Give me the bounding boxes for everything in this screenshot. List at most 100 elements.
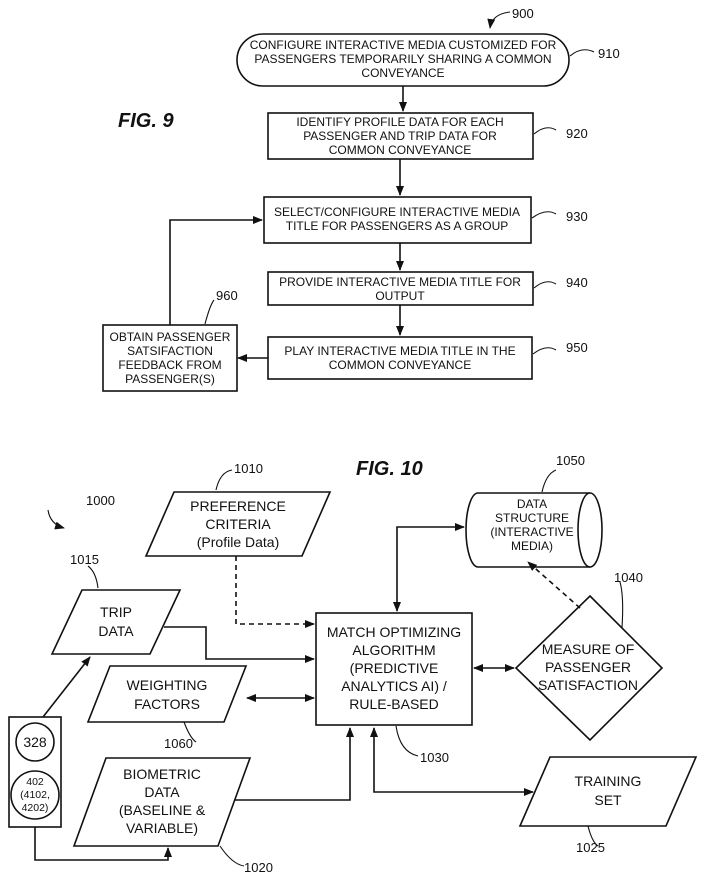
training-line2: SET [594, 792, 622, 808]
ref-1010: 1010 [234, 461, 263, 476]
trip-line1: TRIP [100, 604, 132, 620]
step-930: SELECT/CONFIGURE INTERACTIVE MEDIA TITLE… [263, 196, 532, 244]
sensor-328-label: 328 [23, 734, 47, 750]
arrow-preference-algorithm [235, 556, 315, 628]
measure-line2: PASSENGER [545, 659, 631, 675]
ref-1060: 1060 [164, 736, 193, 751]
biometric-line4: VARIABLE) [126, 820, 198, 836]
step-960-line4: PASSENGER(S) [125, 372, 215, 386]
node-match-algorithm: MATCH OPTIMIZING ALGORITHM (PREDICTIVE A… [315, 612, 473, 726]
ref-1030-lead [395, 725, 419, 757]
step-960-line1: OBTAIN PASSENGER [110, 330, 231, 344]
ref-920: 920 [566, 126, 588, 141]
datastructure-line1: DATA [517, 497, 547, 511]
step-910-line3: CONVEYANCE [361, 66, 444, 80]
node-trip-data: TRIP DATA [50, 589, 182, 655]
measure-satisfaction-shape [514, 594, 664, 742]
ref-1040: 1040 [614, 570, 643, 585]
training-line1: TRAINING [575, 773, 642, 789]
algorithm-line1: MATCH OPTIMIZING [327, 624, 461, 640]
ref-910: 910 [598, 46, 620, 61]
step-950-line2: COMMON CONVEYANCE [329, 358, 471, 372]
biometric-line2: DATA [144, 784, 180, 800]
ref-1030: 1030 [420, 750, 449, 765]
datastructure-line2: STRUCTURE [495, 511, 569, 525]
fig9-title: FIG. 9 [118, 110, 174, 132]
step-920-line1: IDENTIFY PROFILE DATA FOR EACH [296, 115, 503, 129]
preference-line2: CRITERIA [205, 516, 271, 532]
ref-960: 960 [216, 288, 238, 303]
node-biometric-data: BIOMETRIC DATA (BASELINE & VARIABLE) [72, 757, 252, 847]
sensor-328-circle [15, 722, 55, 762]
ref-1040-lead [619, 581, 624, 629]
ref-1015: 1015 [70, 552, 99, 567]
node-data-structure: DATA STRUCTURE (INTERACTIVE MEDIA) [465, 492, 603, 568]
preference-criteria-shape [144, 491, 332, 557]
step-920-line2: PASSENGER AND TRIP DATA FOR [303, 129, 497, 143]
ref-940-lead [533, 281, 557, 289]
step-960-line3: FEEDBACK FROM [118, 358, 221, 372]
node-weighting-factors: WEIGHTING FACTORS [86, 665, 248, 723]
step-940-line1: PROVIDE INTERACTIVE MEDIA TITLE FOR [279, 275, 521, 289]
step-930-shape [263, 196, 532, 244]
trip-data-shape [50, 589, 182, 655]
ref-1060-lead [183, 721, 197, 743]
ref-1000-arrow [47, 509, 65, 530]
ref-1000: 1000 [86, 493, 115, 508]
ref-1050: 1050 [556, 453, 585, 468]
step-940: PROVIDE INTERACTIVE MEDIA TITLE FOR OUTP… [267, 271, 534, 306]
step-950-line1: PLAY INTERACTIVE MEDIA TITLE IN THE [284, 344, 515, 358]
arrow-960-930-loop [169, 216, 263, 325]
step-940-line2: OUTPUT [375, 289, 425, 303]
step-930-line2: TITLE FOR PASSENGERS AS A GROUP [286, 219, 509, 233]
step-920: IDENTIFY PROFILE DATA FOR EACH PASSENGER… [267, 112, 534, 160]
ref-1020-lead [219, 845, 245, 867]
datastructure-line3: (INTERACTIVE [490, 525, 573, 539]
datastructure-line4: MEDIA) [511, 539, 553, 553]
training-set-shape [518, 756, 698, 827]
arrow-biometric-algorithm [234, 727, 354, 801]
step-950: PLAY INTERACTIVE MEDIA TITLE IN THE COMM… [267, 336, 533, 380]
step-920-shape [267, 112, 534, 160]
sensor-402-line1: 402 [26, 776, 44, 788]
arrow-sensor-trip [42, 656, 91, 718]
ref-950-lead [532, 347, 557, 355]
ref-1025-lead [587, 825, 599, 847]
ref-1050-lead [541, 469, 557, 493]
step-960: OBTAIN PASSENGER SATSIFACTION FEEDBACK F… [102, 324, 238, 392]
sensor-402-circle [10, 770, 60, 820]
step-910-line2: PASSENGERS TEMPORARILY SHARING A COMMON [254, 52, 551, 66]
sensor-device: 328 402 (4102, 4202) [8, 716, 62, 828]
measure-line3: SATISFACTION [538, 677, 638, 693]
fig10: FIG. 10 1000 PREFERENCE CRITERIA (Profil… [8, 453, 698, 875]
weighting-line2: FACTORS [134, 696, 200, 712]
weighting-line1: WEIGHTING [127, 677, 208, 693]
arrow-algorithm-training [370, 727, 534, 796]
step-910-line1: CONFIGURE INTERACTIVE MEDIA CUSTOMIZED F… [250, 38, 557, 52]
ref-940: 940 [566, 275, 588, 290]
step-920-line3: COMMON CONVEYANCE [329, 143, 471, 157]
arrow-measure-datastructure [527, 561, 581, 609]
ref-930-lead [531, 211, 557, 219]
ref-1020: 1020 [244, 860, 273, 875]
preference-line3: (Profile Data) [197, 534, 279, 550]
sensor-402-line2: (4102, [20, 789, 50, 801]
node-preference-criteria: PREFERENCE CRITERIA (Profile Data) [144, 491, 332, 557]
ref-900-arrow [487, 11, 511, 29]
ref-960-lead [204, 299, 215, 325]
data-structure-end-arc [577, 492, 591, 568]
arrow-sensor-biometric [34, 827, 172, 861]
node-measure-satisfaction: MEASURE OF PASSENGER SATISFACTION [514, 594, 664, 742]
biometric-line3: (BASELINE & [119, 802, 206, 818]
algorithm-line2: ALGORITHM [352, 642, 435, 658]
algorithm-line4: ANALYTICS AI) / [341, 678, 447, 694]
step-960-line2: SATSIFACTION [127, 344, 213, 358]
biometric-data-shape [72, 757, 252, 847]
ref-900: 900 [512, 6, 534, 21]
match-algorithm-shape [315, 612, 473, 726]
step-930-line1: SELECT/CONFIGURE INTERACTIVE MEDIA [274, 205, 520, 219]
ref-1015-lead [87, 565, 99, 589]
ref-910-lead [569, 49, 595, 57]
ref-1010-lead [215, 469, 233, 491]
step-940-shape [267, 271, 534, 306]
